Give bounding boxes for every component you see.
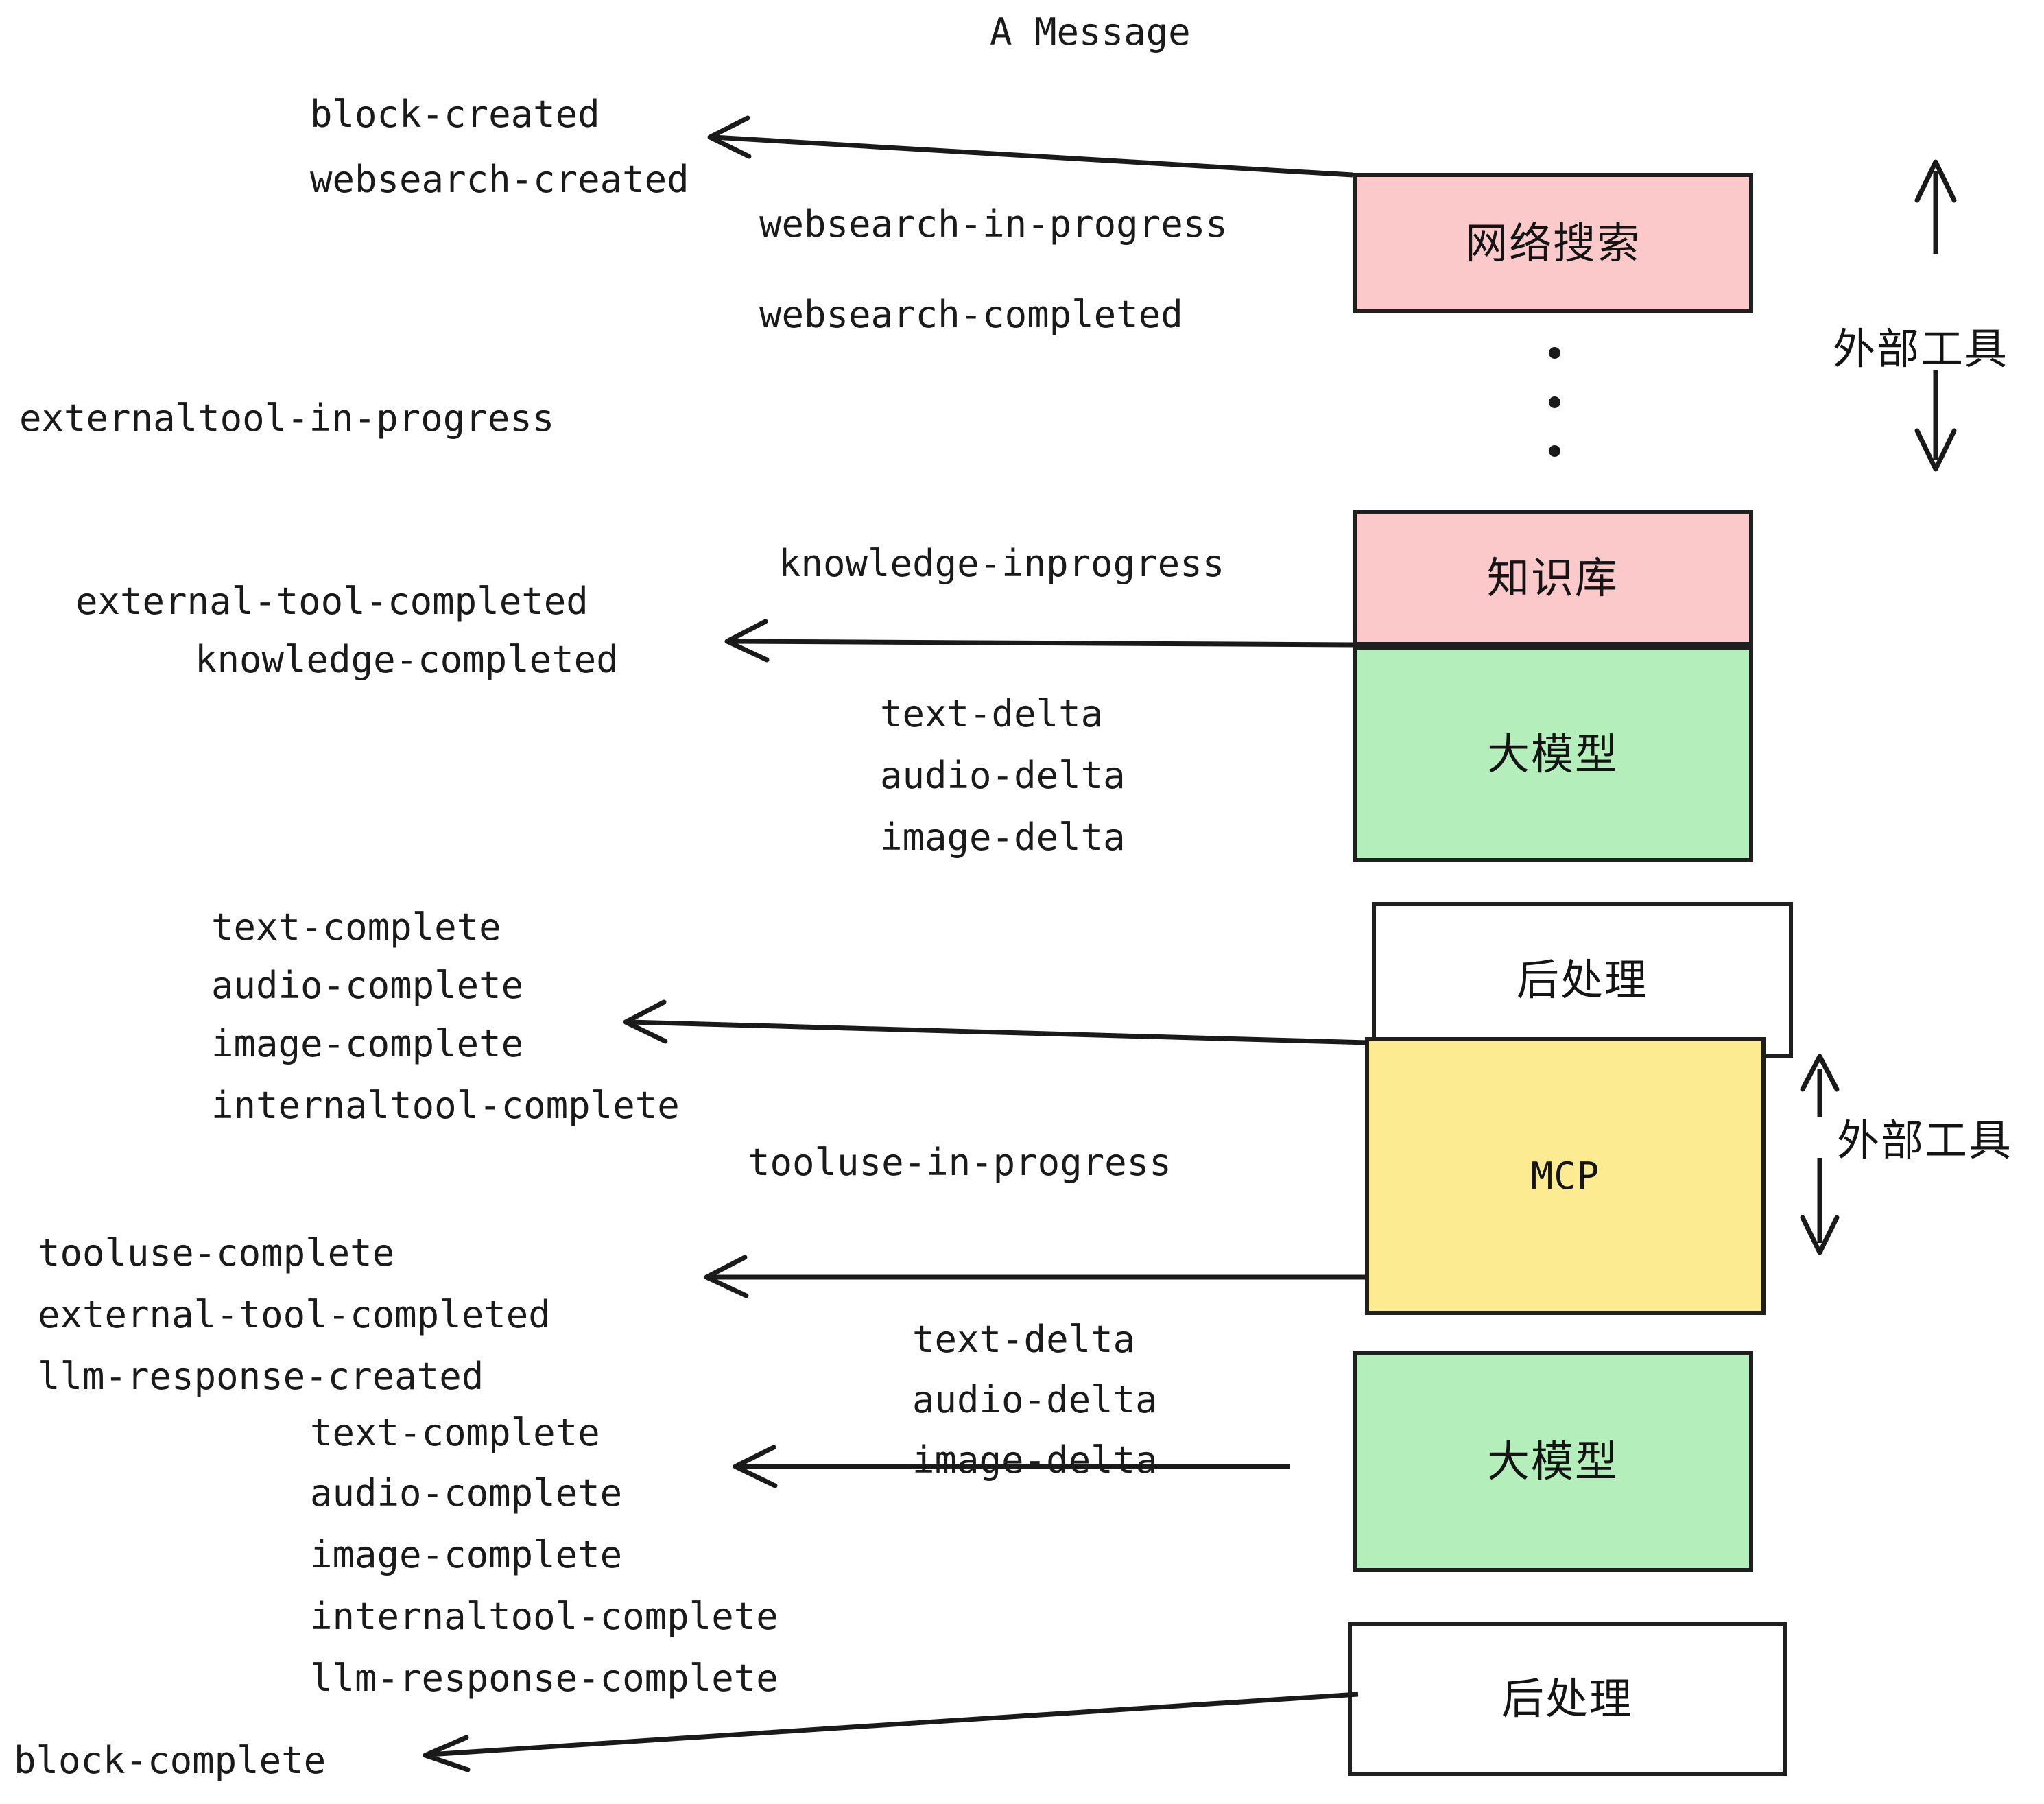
event-label: knowledge-completed xyxy=(195,638,619,681)
node-label: 知识库 xyxy=(1486,553,1619,603)
external-tool-range-arrow-top xyxy=(1914,159,1957,472)
event-label: block-created xyxy=(310,93,600,136)
node-label: 大模型 xyxy=(1486,1436,1619,1486)
node-label: 后处理 xyxy=(1516,955,1648,1005)
node-label: 网络搜索 xyxy=(1464,217,1641,268)
arrow-websearch-to-block-created xyxy=(707,115,1353,178)
event-label: text-complete xyxy=(211,905,501,949)
external-tool-range-arrow-mcp xyxy=(1800,1054,1840,1255)
event-label: internaltool-complete xyxy=(310,1595,779,1638)
event-label: audio-complete xyxy=(310,1471,623,1515)
event-label: text-complete xyxy=(310,1411,600,1454)
event-label: audio-complete xyxy=(211,964,524,1007)
node-box: 大模型 xyxy=(1353,1351,1753,1572)
event-label: websearch-completed xyxy=(759,293,1183,336)
event-label: tooluse-complete xyxy=(38,1231,395,1274)
node-label: MCP xyxy=(1530,1154,1600,1198)
event-label: image-delta xyxy=(912,1438,1158,1482)
arrow-postprocess-to-block-complete xyxy=(423,1692,1359,1772)
external-tool-range-label: 外部工具 xyxy=(1837,1115,2013,1165)
event-label: external-tool-completed xyxy=(38,1293,551,1336)
event-label: image-delta xyxy=(880,816,1126,859)
arrow-postprocess-to-image-complete xyxy=(623,999,1369,1045)
node-box: 后处理 xyxy=(1372,902,1793,1058)
node-box: 大模型 xyxy=(1353,646,1753,862)
node-box: 网络搜索 xyxy=(1353,173,1753,313)
event-label: internaltool-complete xyxy=(211,1084,680,1127)
ellipsis-dot xyxy=(1549,396,1560,408)
event-label: external-tool-completed xyxy=(75,580,589,623)
ellipsis-dot xyxy=(1549,445,1560,457)
event-label: websearch-created xyxy=(310,158,689,201)
node-box: 后处理 xyxy=(1348,1622,1787,1776)
event-label: audio-delta xyxy=(912,1378,1158,1421)
node-label: 后处理 xyxy=(1501,1673,1633,1724)
event-label: externaltool-in-progress xyxy=(19,396,555,440)
node-box: 知识库 xyxy=(1353,510,1753,646)
event-label: image-complete xyxy=(310,1533,623,1576)
arrow-mcp-to-tooluse-complete xyxy=(704,1255,1365,1298)
event-label: text-delta xyxy=(912,1318,1136,1361)
event-label: image-complete xyxy=(211,1022,524,1065)
vertical-ellipsis-icon xyxy=(1549,347,1560,457)
arrow-knowledge-to-knowledge-completed xyxy=(724,619,1353,663)
ellipsis-dot xyxy=(1549,347,1560,359)
diagram-title: A Message xyxy=(990,10,1191,54)
event-label: audio-delta xyxy=(880,754,1126,797)
node-label: 大模型 xyxy=(1486,728,1619,779)
event-label: tooluse-in-progress xyxy=(748,1141,1172,1184)
event-label: text-delta xyxy=(880,692,1104,735)
event-label: knowledge-inprogress xyxy=(779,542,1225,585)
event-label: llm-response-complete xyxy=(310,1657,779,1700)
event-label: llm-response-created xyxy=(38,1355,484,1398)
event-label: websearch-in-progress xyxy=(759,202,1228,246)
external-tool-range-label: 外部工具 xyxy=(1833,324,2009,374)
node-box: MCP xyxy=(1365,1037,1766,1315)
event-label: block-complete xyxy=(14,1739,326,1782)
